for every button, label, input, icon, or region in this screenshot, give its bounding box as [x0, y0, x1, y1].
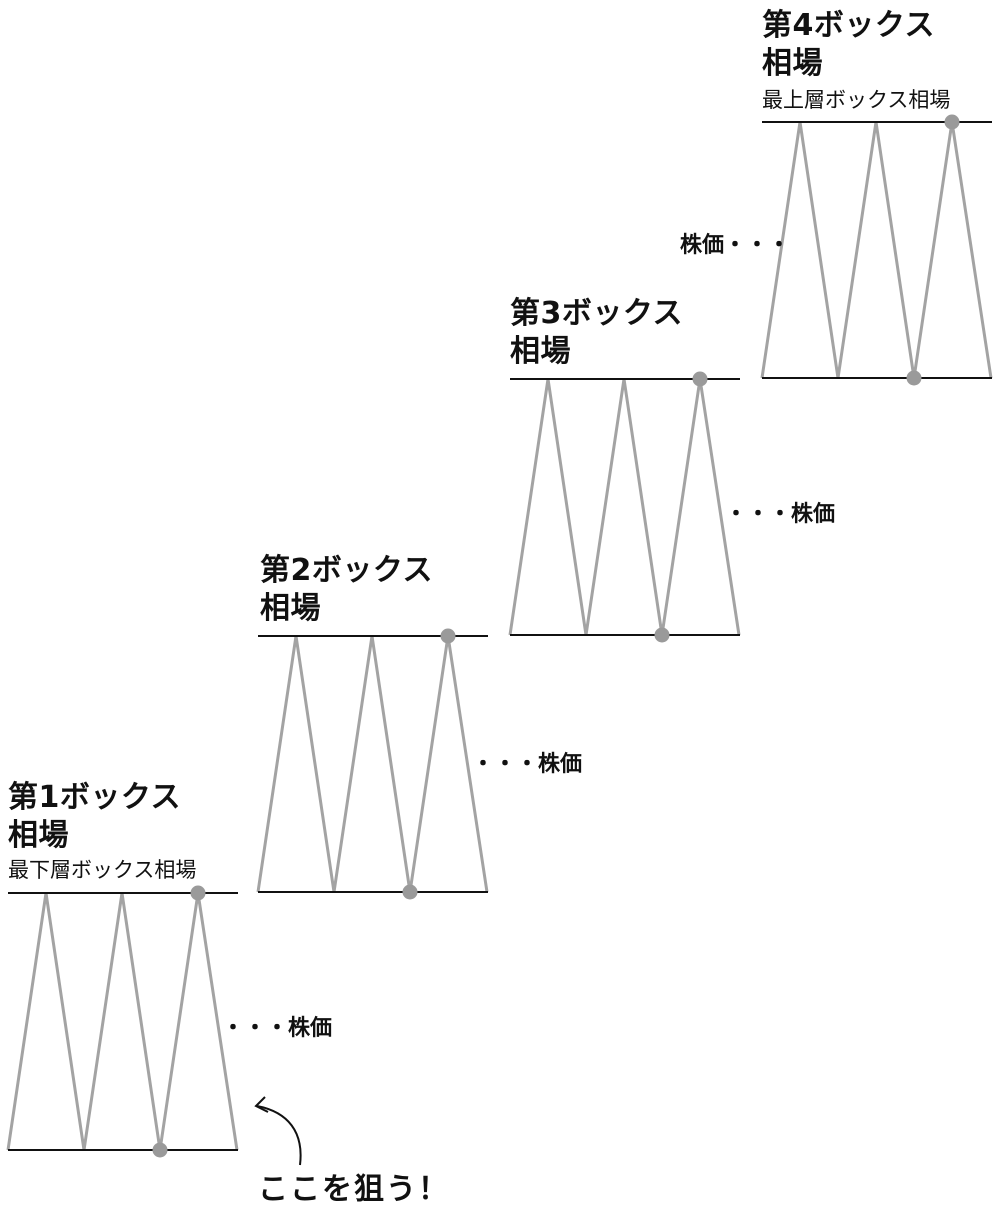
box3-top-marker	[692, 371, 708, 387]
box3-price-zigzag	[508, 378, 741, 636]
box4-top-marker	[944, 114, 960, 130]
box3-bottom-marker	[654, 627, 670, 643]
box4-title-line1: 第4ボックス	[762, 8, 935, 43]
box1-price-label: ・・・株価	[222, 1016, 333, 1041]
box3-title-line1: 第3ボックス	[510, 296, 683, 331]
box1-title-line2: 相場	[8, 818, 69, 853]
box1-price-zigzag	[6, 892, 239, 1151]
box2-title-line1: 第2ボックス	[260, 553, 433, 588]
box4-price-label: 株価・・・	[680, 233, 791, 258]
box3-title-line2: 相場	[510, 334, 571, 369]
box2-top-marker	[440, 628, 456, 644]
box4-bottom-marker	[906, 370, 922, 386]
box1-title-line1: 第1ボックス	[8, 780, 181, 815]
box1-subtitle: 最下層ボックス相場	[8, 858, 197, 882]
box2-price-label: ・・・株価	[472, 752, 583, 777]
boxes-layer	[6, 114, 993, 1158]
box1-bottom-marker	[152, 1142, 168, 1158]
box2-price-zigzag	[256, 635, 489, 893]
box1-top-marker	[190, 885, 206, 901]
box2-title-line2: 相場	[260, 591, 321, 626]
annotation-arrow	[254, 1096, 302, 1166]
box4-subtitle: 最上層ボックス相場	[762, 88, 951, 112]
box4-title-line2: 相場	[762, 46, 823, 81]
box4-price-zigzag	[760, 121, 993, 379]
target-annotation: ここを狙う！	[258, 1172, 450, 1207]
box2-bottom-marker	[402, 884, 418, 900]
box3-price-label: ・・・株価	[725, 502, 836, 527]
